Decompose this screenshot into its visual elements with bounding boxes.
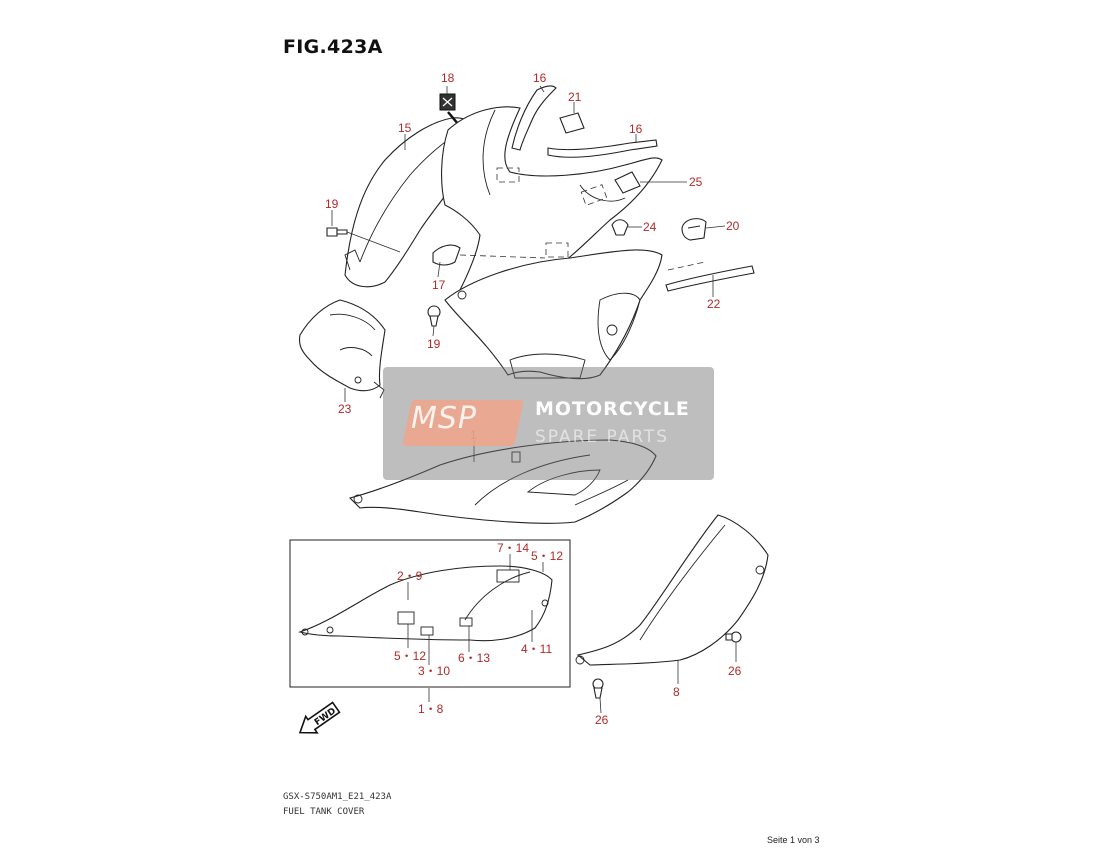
callout-1-8: 1・8 (418, 702, 444, 716)
callout-15: 15 (398, 121, 412, 135)
callout-24: 24 (643, 220, 657, 234)
figure-title: FIG.423A (283, 36, 383, 58)
callout-2-9: 2・9 (397, 569, 423, 583)
leader-lines (331, 85, 737, 714)
part-19-bolt-lower[interactable] (427, 290, 467, 327)
callout-26-right: 26 (728, 664, 742, 678)
watermark-line-1: MOTORCYCLE (535, 398, 690, 420)
part-8-right-cover[interactable] (575, 514, 769, 666)
part-1-side-cover[interactable] (348, 439, 657, 524)
callout-19-lower: 19 (427, 337, 441, 351)
callout-5-12-lower: 5・12 (394, 649, 426, 663)
callout-17: 17 (432, 278, 446, 292)
callout-19-upper: 19 (325, 197, 339, 211)
part-24-clip[interactable] (611, 219, 629, 236)
callout-23: 23 (338, 402, 352, 416)
fwd-arrow-icon: FWD (298, 701, 341, 734)
footer-caption: FUEL TANK COVER (283, 807, 365, 817)
callout-18: 18 (441, 71, 455, 85)
callout-6-13: 6・13 (458, 651, 490, 665)
footer-model-code: GSX-S750AM1_E21_423A (283, 792, 392, 802)
callout-20: 20 (726, 219, 740, 233)
watermark-banner: MSP MOTORCYCLE SPARE PARTS (383, 367, 714, 480)
part-16-trim-upper[interactable] (511, 85, 557, 151)
part-21-pad[interactable] (559, 112, 585, 134)
part-26-bolt-right[interactable] (725, 631, 742, 643)
part-23-inner-bracket[interactable] (298, 299, 386, 399)
callout-25: 25 (689, 175, 703, 189)
callout-22: 22 (707, 297, 721, 311)
page-indicator: Seite 1 von 3 (767, 835, 820, 845)
callout-26-lower: 26 (595, 713, 609, 727)
callout-8: 8 (673, 685, 680, 699)
part-26-bolt-lower[interactable] (592, 678, 604, 699)
part-22-strip[interactable] (665, 261, 755, 292)
part-20-grommet[interactable] (681, 218, 707, 241)
callout-3-10: 3・10 (418, 664, 450, 678)
watermark-line-2: SPARE PARTS (535, 427, 670, 447)
callout-16-lower: 16 (629, 122, 643, 136)
part-25-pad[interactable] (614, 171, 641, 194)
side-panel-lower[interactable] (444, 249, 663, 380)
watermark-logo-text: MSP (411, 401, 478, 436)
callout-7-14: 7・14 (497, 541, 529, 555)
callout-16-upper: 16 (533, 71, 547, 85)
callout-21: 21 (568, 90, 582, 104)
part-17-patch[interactable] (432, 244, 546, 266)
callout-4-11: 4・11 (521, 642, 552, 656)
callout-5-12-upper: 5・12 (531, 549, 563, 563)
part-16-trim-lower[interactable] (547, 139, 658, 158)
fuel-tank-cover-main[interactable] (441, 106, 663, 301)
assembly-inset-box (289, 539, 571, 688)
part-19-bolt-upper[interactable] (326, 227, 401, 253)
